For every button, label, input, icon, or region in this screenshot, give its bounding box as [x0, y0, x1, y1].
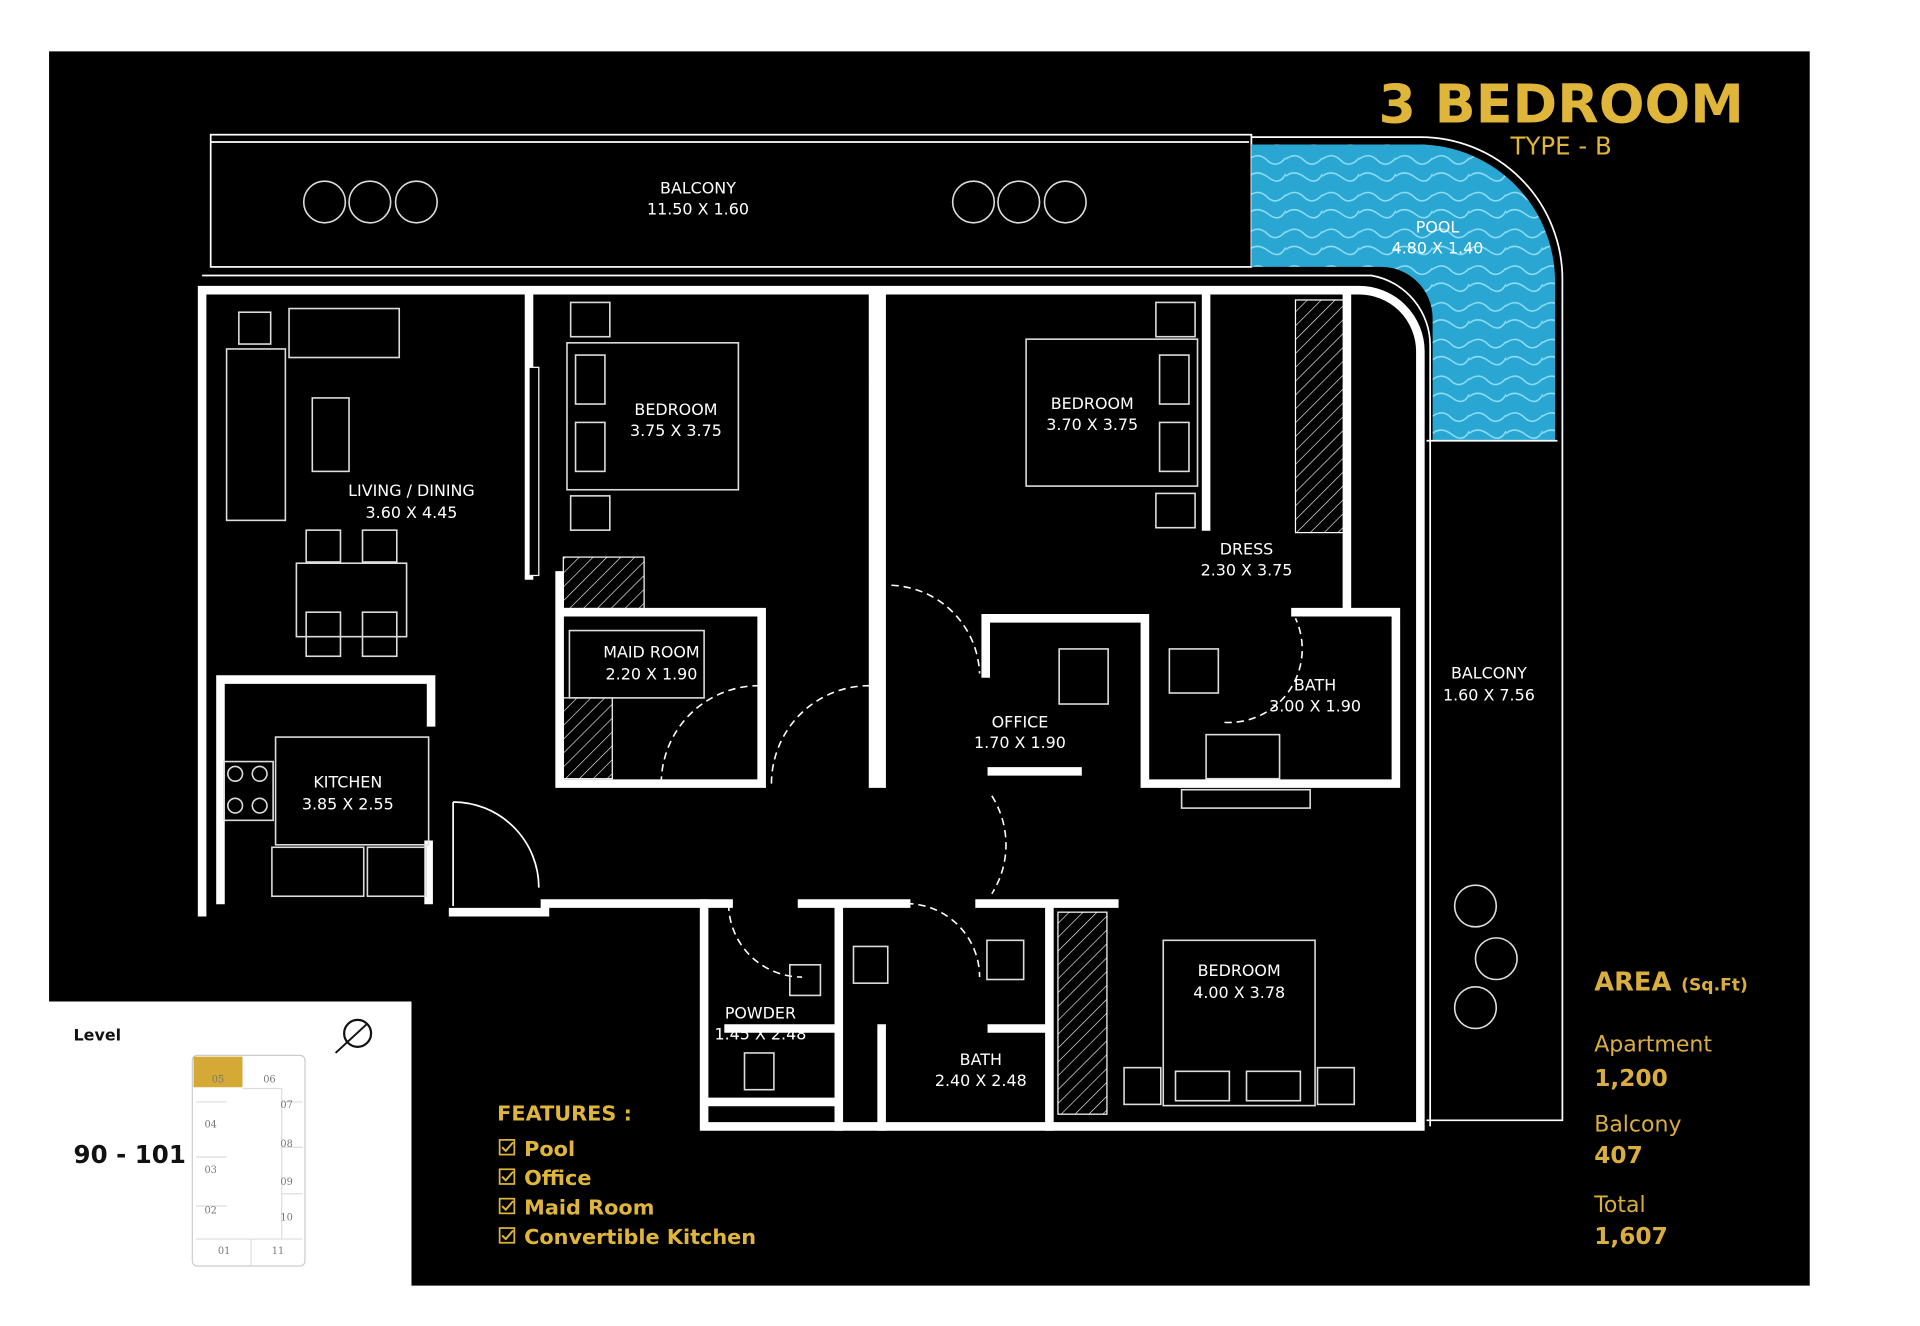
unit-label: 08 — [280, 1139, 292, 1150]
area-label: Total — [1593, 1193, 1645, 1218]
feature-label: Office — [524, 1166, 591, 1190]
room-name: DRESS — [1220, 540, 1274, 559]
room-dims: 4.80 X 1.40 — [1392, 238, 1484, 257]
unit-label: 06 — [263, 1074, 275, 1085]
area-value: 407 — [1594, 1142, 1643, 1169]
checkbox-checked-icon — [498, 1139, 516, 1156]
room-dims: 1.70 X 1.90 — [974, 733, 1066, 752]
room-name: BEDROOM — [634, 400, 717, 419]
page-subtitle: TYPE - B — [1510, 131, 1612, 160]
room-dims: 2.20 X 1.90 — [606, 665, 698, 684]
unit-label: 02 — [204, 1205, 216, 1216]
room-dims: 3.60 X 4.45 — [366, 503, 458, 522]
room-dims: 3.75 X 3.75 — [630, 421, 722, 440]
room-dims: 3.85 X 2.55 — [302, 794, 394, 813]
room-dims: 2.40 X 2.48 — [935, 1071, 1027, 1090]
unit-label: 11 — [272, 1246, 284, 1257]
feature-item: Pool — [498, 1137, 575, 1161]
compass-icon — [334, 1018, 373, 1054]
checkbox-checked-icon — [498, 1227, 516, 1244]
feature-label: Pool — [524, 1137, 575, 1161]
checkbox-checked-icon — [498, 1197, 516, 1215]
room-name: BATH — [960, 1050, 1002, 1069]
top-balcony — [209, 133, 1253, 268]
page-title: 3 BEDROOM — [1378, 72, 1743, 135]
room-dims: 1.45 X 2.48 — [715, 1024, 807, 1043]
area-label: Apartment — [1594, 1033, 1712, 1058]
room-dims: 3.00 X 1.90 — [1269, 696, 1361, 715]
feature-item: Maid Room — [498, 1196, 654, 1220]
highlighted-unit — [193, 1056, 243, 1088]
room-name: BATH — [1294, 676, 1336, 695]
room-name: OFFICE — [992, 712, 1049, 731]
room-name: MAID ROOM — [603, 642, 699, 661]
unit-label: 09 — [280, 1177, 292, 1188]
features-list: FEATURES : Pool Office Maid Room Convert… — [497, 1101, 756, 1249]
room-labels: BALCONY 11.50 X 1.60 POOL 4.80 X 1.40 LI… — [302, 178, 1535, 1090]
unit-label: 03 — [204, 1165, 216, 1176]
plan-background — [49, 51, 1810, 1286]
room-name: BEDROOM — [1198, 961, 1281, 980]
unit-label: 04 — [204, 1120, 216, 1131]
furniture — [223, 180, 1518, 1107]
unit-label: 07 — [280, 1100, 292, 1111]
features-title: FEATURES : — [497, 1101, 632, 1125]
area-label: Balcony — [1594, 1112, 1681, 1137]
room-dims: 4.00 X 3.78 — [1193, 983, 1285, 1002]
room-name: LIVING / DINING — [348, 481, 475, 500]
room-dims: 3.70 X 3.75 — [1046, 415, 1138, 434]
level-range: 90 - 101 — [74, 1140, 186, 1169]
area-summary: AREA (Sq.Ft) Apartment 1,200 Balcony 407… — [1593, 968, 1748, 1250]
feature-item: Convertible Kitchen — [498, 1225, 756, 1249]
area-title: AREA — [1594, 968, 1671, 998]
area-value: 1,607 — [1594, 1223, 1668, 1250]
room-dims: 1.60 X 7.56 — [1443, 685, 1535, 704]
room-name: BALCONY — [1451, 663, 1527, 682]
room-dims: 11.50 X 1.60 — [647, 199, 749, 218]
level-label: Level — [74, 1026, 122, 1045]
room-name: KITCHEN — [313, 772, 382, 791]
feature-label: Convertible Kitchen — [524, 1225, 756, 1249]
feature-item: Office — [498, 1166, 591, 1190]
area-unit: (Sq.Ft) — [1681, 976, 1748, 996]
area-value: 1,200 — [1594, 1065, 1668, 1092]
checkbox-checked-icon — [498, 1168, 516, 1185]
room-name: POOL — [1416, 218, 1460, 237]
room-name: BALCONY — [660, 178, 736, 197]
feature-label: Maid Room — [524, 1196, 654, 1220]
unit-label: 10 — [280, 1213, 292, 1224]
unit-label: 01 — [218, 1246, 230, 1257]
level-key: Level 90 - 101 05 06 07 04 08 03 09 02 1… — [74, 1018, 373, 1267]
room-name: BEDROOM — [1051, 394, 1134, 413]
pool — [1251, 144, 1556, 441]
room-name: POWDER — [725, 1004, 796, 1023]
outer-wall — [197, 285, 1425, 1131]
room-dims: 2.30 X 3.75 — [1201, 560, 1293, 579]
unit-label: 05 — [212, 1074, 224, 1085]
